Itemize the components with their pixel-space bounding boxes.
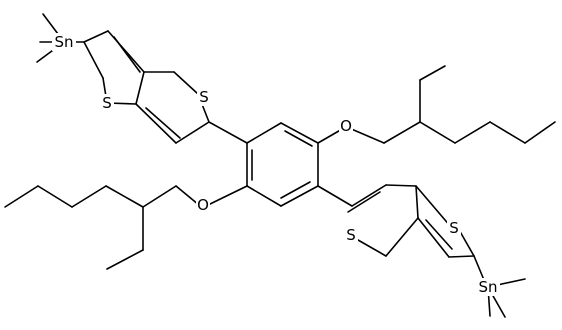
sulfur-atom-top-right: S: [199, 88, 209, 106]
bond-line: [173, 71, 199, 95]
bond-line: [71, 185, 107, 208]
bond-line: [280, 122, 319, 144]
bond-line: [175, 185, 200, 206]
bond-line: [83, 30, 109, 43]
bond-line: [175, 121, 210, 144]
bond-line: [4, 185, 39, 208]
oxygen-atom-lower: O: [197, 196, 209, 214]
tin-atom-top: Sn: [54, 33, 73, 51]
bond-line: [37, 185, 73, 208]
bond-line: [246, 185, 282, 207]
bond-line: [385, 217, 419, 257]
bond-line: [284, 130, 313, 147]
bonds: [4, 13, 556, 318]
bond-line: [383, 121, 421, 144]
bond-line: [419, 65, 446, 81]
bond-line: [280, 181, 311, 199]
bond-line: [135, 103, 177, 144]
bond-line: [385, 184, 417, 187]
atom-labels: Sn Sn S S S S O O: [52, 33, 500, 296]
bond-line: [113, 36, 141, 73]
bond-line: [489, 121, 526, 144]
bond-line: [419, 121, 456, 144]
bond-line: [347, 191, 381, 213]
bond-line: [246, 122, 282, 144]
bond-line: [348, 127, 385, 144]
bond-line: [106, 249, 144, 270]
bond-line: [454, 121, 491, 144]
bond-line: [415, 185, 452, 228]
bond-line: [473, 255, 485, 281]
bond-line: [317, 185, 353, 207]
bond-line: [207, 185, 248, 206]
sulfur-atom-bottom-left: S: [346, 226, 356, 244]
bond-line: [280, 185, 319, 207]
bond-line: [208, 121, 248, 144]
tin-atom-bottom: Sn: [478, 278, 497, 296]
bond-line: [425, 219, 453, 250]
bond-line: [524, 121, 556, 144]
bond-line: [142, 185, 177, 208]
bond-line: [83, 41, 104, 79]
oxygen-atom-upper: O: [340, 117, 352, 135]
bond-line: [145, 107, 181, 139]
bond-line: [105, 185, 144, 208]
sulfur-atom-bottom-right: S: [449, 219, 459, 237]
sulfur-atom-top-left: S: [102, 94, 112, 112]
bond-line: [415, 185, 419, 219]
bond-line: [448, 255, 475, 258]
bond-line: [135, 71, 145, 105]
bond-line: [357, 239, 387, 257]
bond-line: [351, 184, 387, 207]
bond-line: [417, 217, 450, 258]
